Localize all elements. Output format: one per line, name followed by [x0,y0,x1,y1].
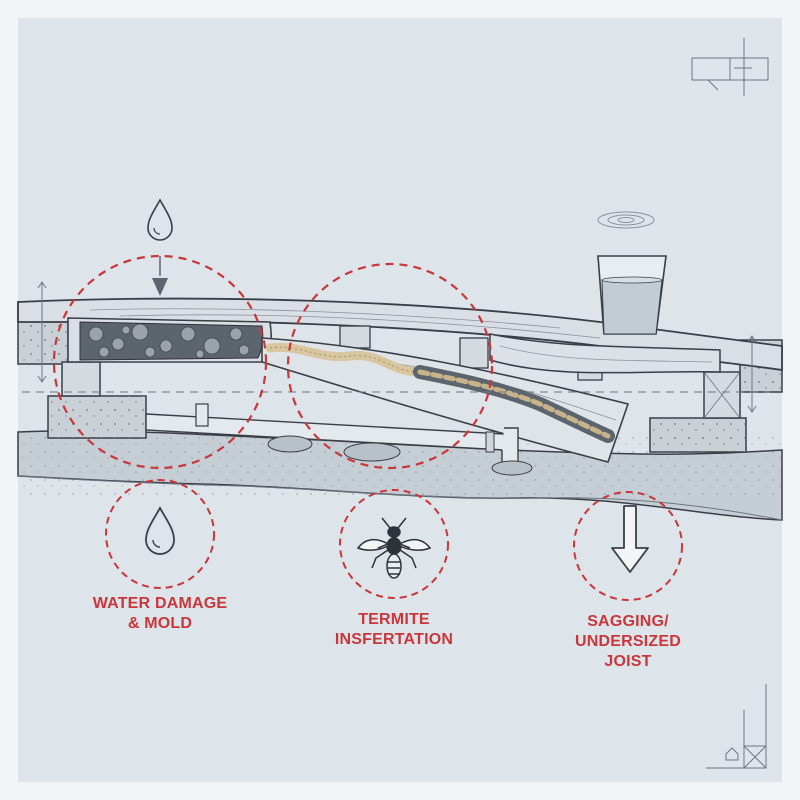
arrow-down-icon [611,505,649,573]
water-damage-label: WATER DAMAGE & MOLD [60,594,260,634]
rocks [267,435,533,476]
detail-box [691,38,769,96]
ripple-icon [597,211,655,229]
sagging-label: SAGGING/ UNDERSIZED JOIST [528,612,728,672]
corner-marks [706,684,767,769]
termite-label: TERMITE INSFERTATION [294,610,494,650]
sagging-label-line3: JOIST [604,653,652,670]
water-damage-label-line1: WATER DAMAGE [92,595,228,612]
foundation-piers [47,361,747,453]
legend-water-circle [105,479,215,589]
legend-water-drop-icon [145,506,175,555]
sagging-label-line2: UNDERSIZED [574,633,681,650]
drip-arrow-icon [152,256,168,296]
water-drop-icon [147,198,173,241]
dimension-marks [37,281,757,413]
termite-highlight [286,262,494,470]
mold-spots [88,323,250,359]
termite-label-line1: TERMITE [358,611,430,628]
termite-icon [356,517,432,579]
sagging-joist [489,333,721,374]
water-damage-label-line2: & MOLD [127,615,193,632]
termite-label-line2: INSFERTATION [334,631,454,648]
legend-termite-circle [339,489,449,599]
plumbing-pipe [145,403,519,467]
termite-joist [261,337,630,463]
legend-sagging-circle [573,491,683,601]
subfloor [17,297,783,372]
glass-of-water-icon [597,255,667,335]
moldy-joist [67,317,273,363]
water-damage-highlight [52,254,268,470]
sagging-label-line1: SAGGING/ [587,613,669,630]
